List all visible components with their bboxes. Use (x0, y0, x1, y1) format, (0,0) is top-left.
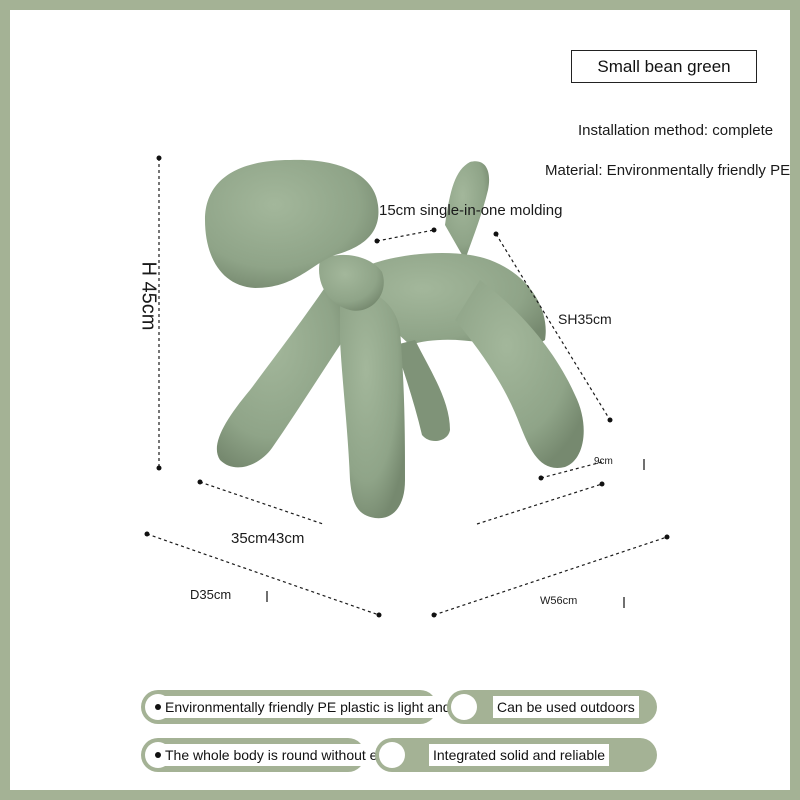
leg-span-label: 35cm43cm (231, 530, 305, 547)
dimension-ticks (266, 459, 645, 608)
molding-dim-line (376, 229, 435, 242)
leg-span-left-line (199, 481, 324, 525)
dimension-lines (146, 158, 668, 616)
installation-method-text: Installation method: complete (578, 122, 774, 139)
feature-bullet-icon (379, 742, 405, 768)
color-name-tag: Small bean green (571, 50, 757, 83)
feature-pill-light-safe: Environmentally friendly PE plastic is l… (141, 690, 485, 724)
molding-label: 15cm single-in-one molding (379, 202, 563, 219)
seat-height-dim-line (495, 233, 611, 421)
depth-dim-line (146, 533, 380, 616)
feature-text: Environmentally friendly PE plastic is l… (161, 696, 485, 718)
height-label: H 45cm (137, 261, 160, 331)
product-image-frame: Small bean green Installation method: co… (10, 10, 790, 790)
leg-span-right-line (476, 483, 603, 525)
width-label: W56cm (540, 595, 578, 607)
dog-stool-illustration (205, 159, 584, 519)
feature-text: Integrated solid and reliable (429, 744, 610, 766)
feature-pill-solid: Integrated solid and reliable (375, 738, 657, 772)
feature-text: Can be used outdoors (493, 696, 639, 718)
color-name-label: Small bean green (597, 56, 731, 76)
feature-pill-outdoors: Can be used outdoors (447, 690, 657, 724)
product-illustration (144, 155, 670, 618)
dimension-endpoints (144, 155, 670, 618)
feature-text: The whole body is round without edges (161, 744, 412, 766)
seat-height-label: SH35cm (558, 311, 612, 327)
material-text: Material: Environmentally friendly PE (545, 162, 790, 179)
depth-label: D35cm (190, 587, 232, 602)
small-dim-line (540, 461, 603, 479)
small-dim-label: 9cm (594, 456, 613, 467)
feature-bullet-icon (451, 694, 477, 720)
feature-pill-round: The whole body is round without edges (141, 738, 412, 772)
width-dim-line (433, 536, 668, 616)
